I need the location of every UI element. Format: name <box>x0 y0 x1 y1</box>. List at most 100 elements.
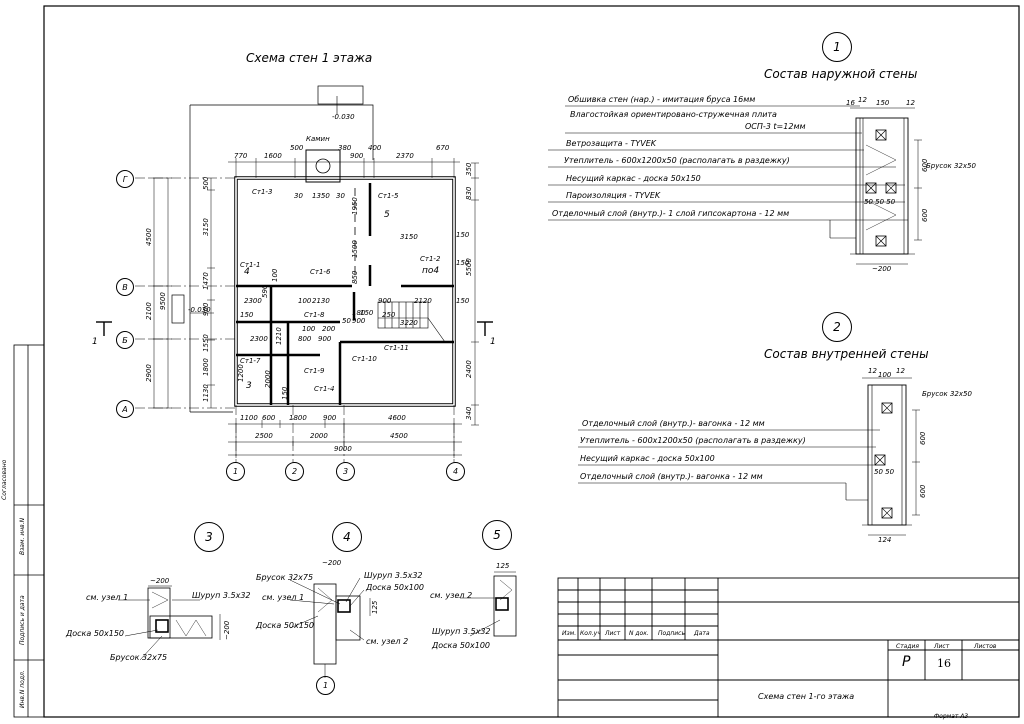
dim-b2500: 2500 <box>255 432 273 440</box>
tb-header-podpis: Подпись <box>658 630 685 637</box>
idim-2300a: 2300 <box>244 297 262 305</box>
ext-layer-2: Влагостойкая ориентировано-стружечная пл… <box>570 110 777 119</box>
idim-180: 180 <box>352 309 366 317</box>
wall-label-st1-9: Ст1-9 <box>304 367 325 375</box>
tb-header-list: Лист <box>605 630 621 637</box>
idim-1350: 1350 <box>312 192 330 200</box>
idim-100a: 100 <box>298 297 312 305</box>
node-3-number: 3 <box>194 522 224 552</box>
dim-t2370: 2370 <box>396 152 414 160</box>
ext-inner: 50 50 50 <box>864 198 896 206</box>
idim-2120: 2120 <box>414 297 432 305</box>
node-5-ref-3: Доска 50x100 <box>432 641 491 650</box>
tb-header-izm: Изм. <box>562 630 577 637</box>
dim-2100: 2100 <box>145 302 153 320</box>
node-3-ref-3: Доска 50x150 <box>66 629 125 638</box>
dim-ri150c: 150 <box>456 297 470 305</box>
tb-header-ndok: N док. <box>629 630 649 637</box>
stamp-inv: Инв.N подл. <box>19 670 26 708</box>
tb-list-value: 16 <box>937 657 951 670</box>
axis-letter-g: Г <box>116 170 134 188</box>
ext-wall-number: 1 <box>822 32 852 62</box>
node-3-ref-1: см. узел 1 <box>86 593 129 602</box>
dim-l1800: 1800 <box>202 358 210 376</box>
node-5 <box>460 571 517 637</box>
int-dim-12b: 12 <box>896 367 905 375</box>
dim-l3150: 3150 <box>202 218 210 236</box>
idim-900c: 900 <box>318 335 332 343</box>
ext-dim-12a: 12 <box>858 96 867 104</box>
dim-t900: 900 <box>350 152 364 160</box>
node-5-number: 5 <box>482 520 512 550</box>
ext-layer-1: Обшивка стен (нар.) - имитация бруса 16м… <box>568 95 756 104</box>
level-top: -0.030 <box>332 113 355 121</box>
dim-l1130: 1130 <box>202 384 210 402</box>
int-wall-title: Состав внутренней стены <box>764 347 929 361</box>
node-4 <box>289 577 371 678</box>
int-layer-4: Отделочный слой (внутр.)- вагонка - 12 м… <box>580 472 763 481</box>
idim-50a: 50 <box>342 317 351 325</box>
tb-stadiya-label: Стадия <box>896 643 920 650</box>
int-wall-number: 2 <box>822 312 852 342</box>
stamp-vzam: Взам. инв.N <box>19 517 26 555</box>
node-3-dim: ~200 <box>150 577 170 585</box>
dim-r350: 350 <box>465 162 473 176</box>
idim-3220: 3220 <box>400 319 418 327</box>
ext-layer-3: Ветрозащита - TYVEK <box>566 139 657 148</box>
dim-t670: 670 <box>436 144 450 152</box>
ext-wall-section <box>548 105 922 265</box>
ext-layer-5: Несущий каркас - доска 50x150 <box>566 174 701 183</box>
axis-letter-a: А <box>116 400 134 418</box>
level-left: -0.030 <box>188 306 211 314</box>
idim-3150: 3150 <box>400 233 418 241</box>
ext-dim-150: 150 <box>876 99 890 107</box>
wall-label-st1-8: Ст1-8 <box>304 311 325 319</box>
idim-250: 250 <box>382 311 396 319</box>
ext-layer-4: Утеплитель - 600x1200x50 (располагать в … <box>564 156 790 165</box>
node-4-ref-3: Доска 50x150 <box>256 621 315 630</box>
idim-150c: 150 <box>360 309 374 317</box>
int-inner: 50 50 <box>874 468 895 476</box>
idim-590: 590 <box>261 284 269 298</box>
node-4-axis: 1 <box>316 676 335 695</box>
idim-150b: 150 <box>281 386 289 400</box>
int-brusok: Брусок 32x50 <box>922 390 972 398</box>
title-block <box>557 577 1020 718</box>
node-4-dim-side: 125 <box>371 600 379 614</box>
node-ref-5: 5 <box>384 210 390 220</box>
tb-format: Формат А3 <box>934 713 969 720</box>
dim-ri150b: 150 <box>456 259 470 267</box>
idim-2130: 2130 <box>312 297 330 305</box>
int-dim-100: 100 <box>878 371 892 379</box>
tb-sheet-name: Схема стен 1-го этажа <box>758 692 855 701</box>
section-mark-right: 1 <box>490 337 496 347</box>
int-layer-1: Отделочный слой (внутр.)- вагонка - 12 м… <box>582 419 765 428</box>
int-dim-12a: 12 <box>868 367 877 375</box>
dim-b900: 900 <box>323 414 337 422</box>
dim-4500: 4500 <box>145 228 153 246</box>
idim-100c: 100 <box>271 268 279 282</box>
idim-200: 200 <box>322 325 336 333</box>
node-3-ref-2: Шуруп 3.5x32 <box>192 591 251 600</box>
idim-900a: 900 <box>378 297 392 305</box>
idim-1500: 1500 <box>351 240 359 258</box>
ext-layer-7: Отделочный слой (внутр.)- 1 слой гипсока… <box>552 209 790 218</box>
wall-label-st1-1: Ст1-1 <box>240 261 261 269</box>
int-bottom: 124 <box>878 536 892 544</box>
idim-1210: 1210 <box>275 327 283 345</box>
plan-title: Схема стен 1 этажа <box>246 51 373 65</box>
ext-brusok: Брусок 32x50 <box>926 162 976 170</box>
idim-30b: 30 <box>336 192 345 200</box>
dim-l500: 500 <box>202 176 210 190</box>
idim-800: 800 <box>298 335 312 343</box>
tb-list-label: Лист <box>934 643 950 650</box>
dim-ri150a: 150 <box>456 231 470 239</box>
node-ref-po4: по4 <box>422 266 440 276</box>
wall-label-st1-10: Ст1-10 <box>352 355 377 363</box>
wall-label-st1-5: Ст1-5 <box>378 192 399 200</box>
node-5-ref-1: см. узел 2 <box>430 591 473 600</box>
idim-1200: 1200 <box>237 364 245 382</box>
node-4-ref-5: Доска 50x100 <box>366 583 425 592</box>
node-3-dim-side: ~200 <box>223 620 231 640</box>
axis-num-1: 1 <box>226 462 245 481</box>
